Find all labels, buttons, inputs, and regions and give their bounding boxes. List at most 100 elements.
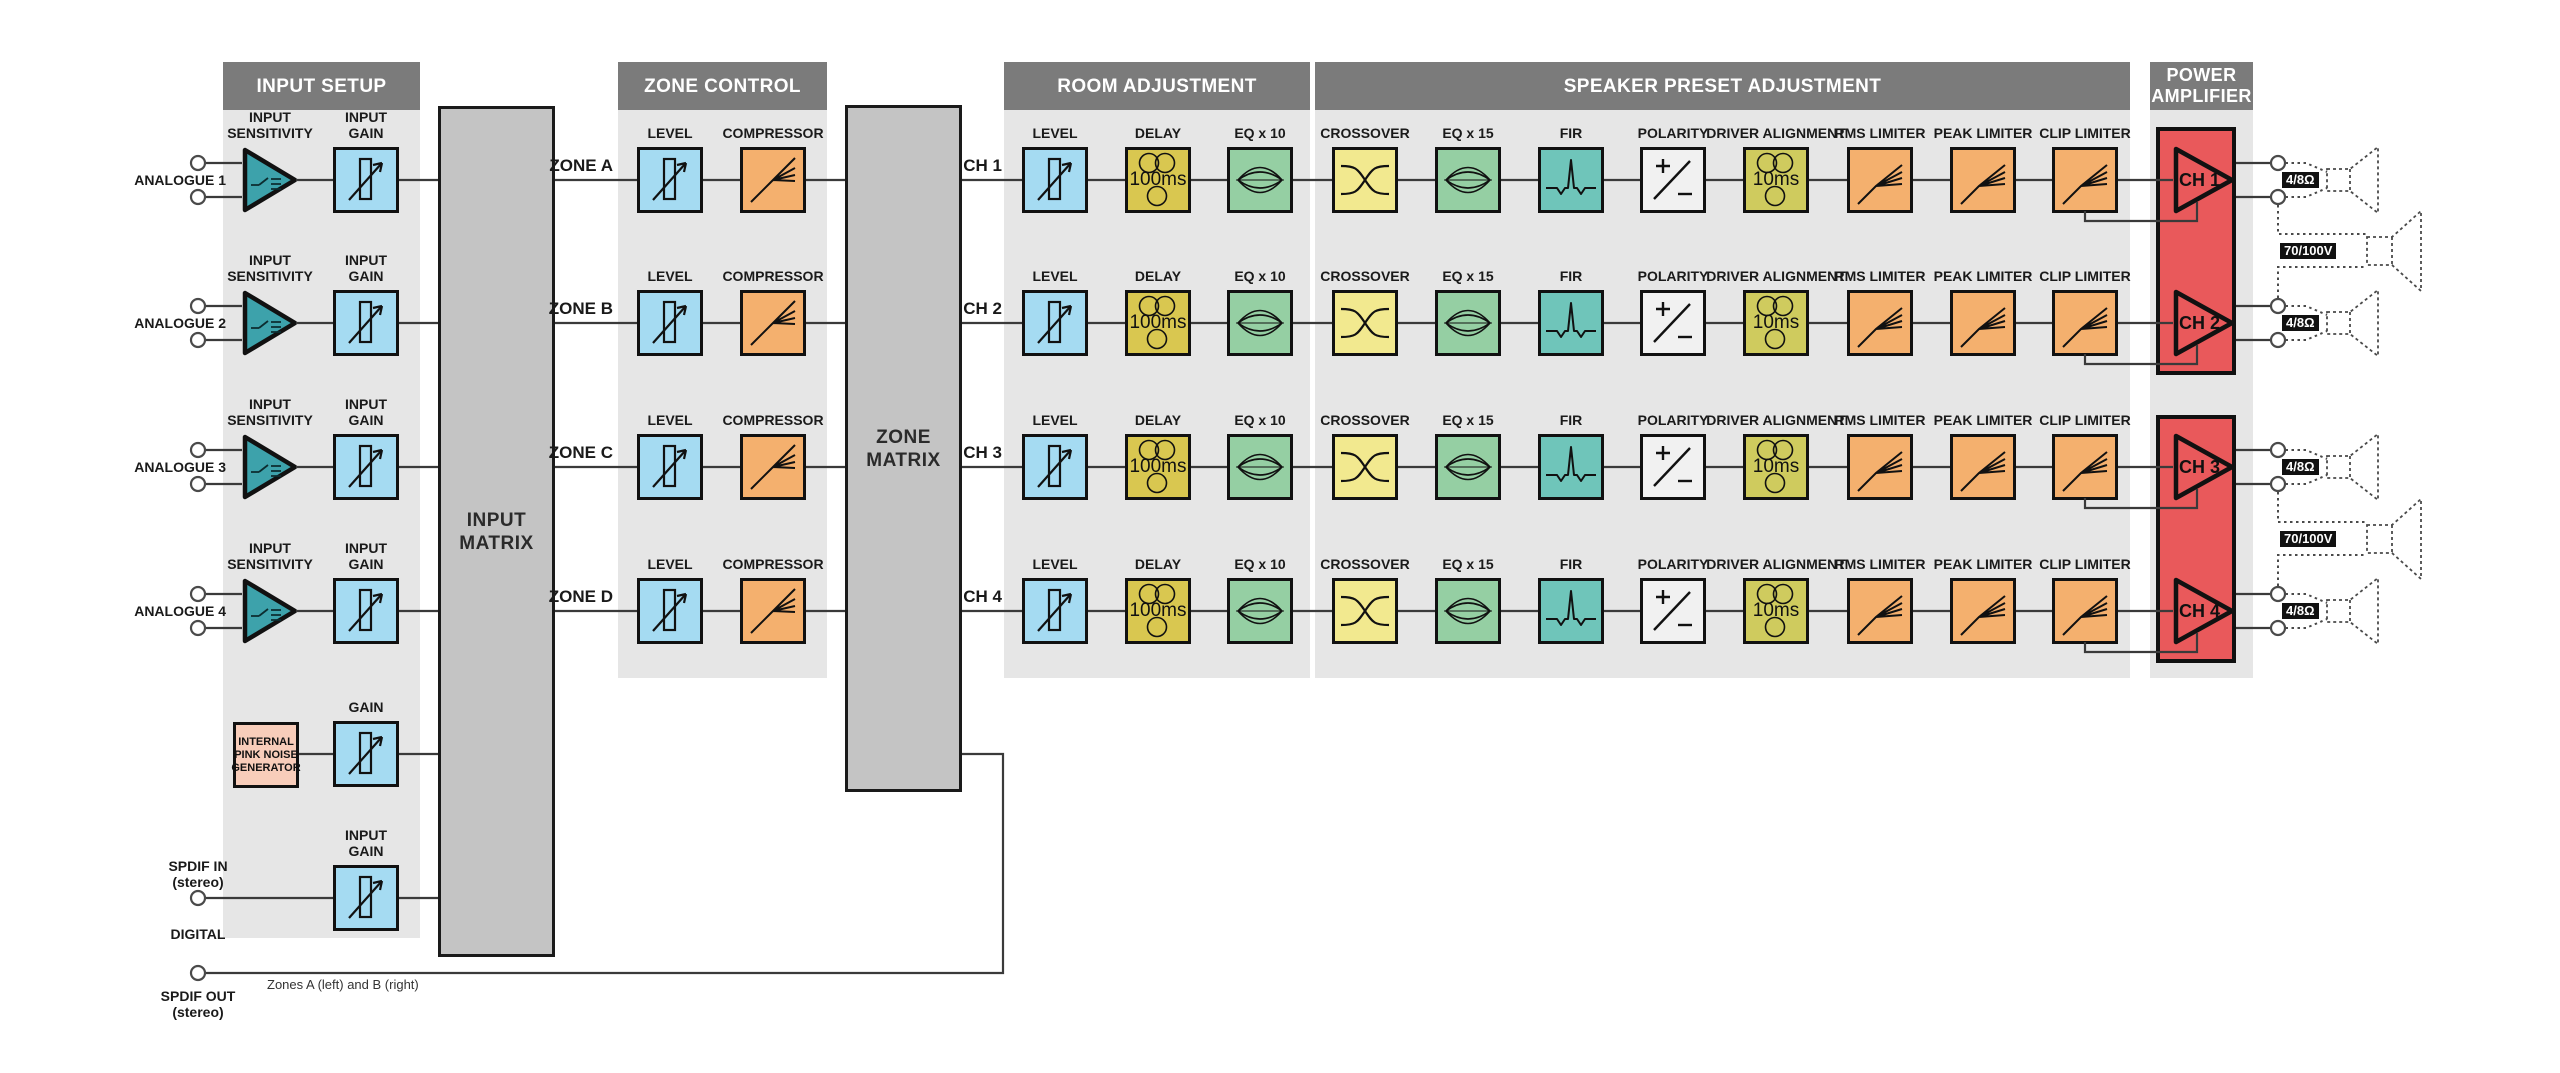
block-peak-limiter-ch3 <box>1950 434 2016 500</box>
channel-label-2: CH 2 <box>963 299 1002 318</box>
gain-icon <box>652 157 688 201</box>
block-delay-ch4: 100ms <box>1125 578 1191 644</box>
block-input-gain-ch3 <box>333 434 399 500</box>
impedance-badge-ch2: 4/8Ω <box>2282 315 2319 331</box>
label-input-gain-ch4: INPUT GAIN <box>345 540 387 572</box>
analogue-input-label-4: ANALOGUE 4 <box>134 603 226 619</box>
block-clip-limiter-ch2 <box>2052 290 2118 356</box>
impedance-badge-ch3: 4/8Ω <box>2282 459 2319 475</box>
block-crossover-ch4 <box>1332 578 1398 644</box>
fir-icon <box>1546 446 1596 482</box>
analogue-input-label-1: ANALOGUE 1 <box>134 172 226 188</box>
label-clip-limiter-ch4: CLIP LIMITER <box>2039 556 2131 572</box>
gain-icon <box>348 875 384 919</box>
input-matrix-label: INPUT MATRIX <box>459 509 534 554</box>
gain-icon <box>1037 157 1073 201</box>
lim-icon <box>1857 595 1903 636</box>
label-clip-limiter-ch1: CLIP LIMITER <box>2039 125 2131 141</box>
block-compressor-ch3 <box>740 434 806 500</box>
comp-icon <box>750 300 796 346</box>
lim-icon <box>1960 451 2006 492</box>
header-input-setup: INPUT SETUP <box>223 62 420 110</box>
amp-channel-label-4: CH 4 <box>2179 601 2221 621</box>
label-room-level-ch1: LEVEL <box>1032 125 1078 141</box>
fir-icon <box>1546 159 1596 195</box>
label-clip-limiter-ch2: CLIP LIMITER <box>2039 268 2131 284</box>
block-rms-limiter-ch1 <box>1847 147 1913 213</box>
amp-channel-label-3: CH 3 <box>2179 457 2221 477</box>
input-matrix: INPUT MATRIX <box>438 106 555 957</box>
gain-icon <box>652 300 688 344</box>
eq-icon <box>1444 309 1492 337</box>
eq-icon <box>1444 166 1492 194</box>
header-speaker-preset: SPEAKER PRESET ADJUSTMENT <box>1315 62 2130 110</box>
label-eq-x10-ch1: EQ x 10 <box>1234 125 1286 141</box>
label-fir-ch1: FIR <box>1559 125 1583 141</box>
terminal-output-15 <box>2269 619 2287 637</box>
block-eq-x15-ch4 <box>1435 578 1501 644</box>
terminal-output-14 <box>2269 585 2287 603</box>
xover-icon <box>1340 451 1390 483</box>
label-compressor-ch1: COMPRESSOR <box>722 125 824 141</box>
lim-icon <box>2062 595 2108 636</box>
terminal-input-0 <box>189 154 207 172</box>
pol-icon <box>1653 159 1692 200</box>
analogue-input-label-3: ANALOGUE 3 <box>134 459 226 475</box>
block-rms-limiter-ch3 <box>1847 434 1913 500</box>
lim-icon <box>1857 164 1903 205</box>
voltage-badge-1: 70/100V <box>2280 243 2337 259</box>
block-polarity-ch3 <box>1640 434 1706 500</box>
label-eq-x15-ch1: EQ x 15 <box>1442 125 1494 141</box>
label-driver-alignment-ch1: DRIVER ALIGNMENT <box>1706 125 1846 141</box>
block-driver-alignment-ch4: 10ms <box>1743 578 1809 644</box>
label-input-sensitivity-ch1: INPUT SENSITIVITY <box>227 109 313 141</box>
lim-icon <box>1857 307 1903 348</box>
label-compressor-ch4: COMPRESSOR <box>722 556 824 572</box>
label-clip-limiter-ch3: CLIP LIMITER <box>2039 412 2131 428</box>
fir-icon <box>1546 302 1596 338</box>
block-compressor-ch2 <box>740 290 806 356</box>
spdif-note: Zones A (left) and B (right) <box>267 977 419 992</box>
block-eq-x15-ch2 <box>1435 290 1501 356</box>
block-fir-ch3 <box>1538 434 1604 500</box>
gain-icon <box>348 157 384 201</box>
block-delay-ch2-value: 100ms <box>1129 312 1187 333</box>
terminal-output-11 <box>2269 475 2287 493</box>
terminal-input-12 <box>189 585 207 603</box>
speaker-symbols <box>2326 145 2422 646</box>
impedance-badge-ch1: 4/8Ω <box>2282 172 2319 188</box>
label-spdif-input-gain: INPUT GAIN <box>345 827 387 859</box>
block-delay-ch3-value: 100ms <box>1129 456 1187 477</box>
block-peak-limiter-ch1 <box>1950 147 2016 213</box>
gain-icon <box>1037 588 1073 632</box>
gain-icon <box>1037 444 1073 488</box>
label-zone-level-ch1: LEVEL <box>647 125 693 141</box>
block-zone-level-ch4 <box>637 578 703 644</box>
xover-icon <box>1340 307 1390 339</box>
terminal-output-7 <box>2269 331 2287 349</box>
amp-channel-label-1: CH 1 <box>2179 170 2221 190</box>
pol-icon <box>1653 302 1692 343</box>
xover-icon <box>1340 164 1390 196</box>
lim-icon <box>2062 164 2108 205</box>
gain-icon <box>348 300 384 344</box>
lim-icon <box>1857 451 1903 492</box>
eq-icon <box>1236 597 1284 625</box>
zone-label-4: ZONE D <box>548 587 613 606</box>
pol-icon <box>1653 590 1692 631</box>
block-room-level-ch1 <box>1022 147 1088 213</box>
block-polarity-ch1 <box>1640 147 1706 213</box>
input-sensitivity-block-ch1 <box>242 147 298 213</box>
block-delay-ch3: 100ms <box>1125 434 1191 500</box>
terminal-input-17 <box>189 964 207 982</box>
block-polarity-ch4 <box>1640 578 1706 644</box>
label-compressor-ch3: COMPRESSOR <box>722 412 824 428</box>
block-pink-noise-gain <box>333 721 399 787</box>
block-clip-limiter-ch1 <box>2052 147 2118 213</box>
block-polarity-ch2 <box>1640 290 1706 356</box>
lim-icon <box>1960 595 2006 636</box>
header-power-amplifier: POWER AMPLIFIER <box>2150 62 2253 110</box>
eq-icon <box>1236 309 1284 337</box>
block-fir-ch2 <box>1538 290 1604 356</box>
